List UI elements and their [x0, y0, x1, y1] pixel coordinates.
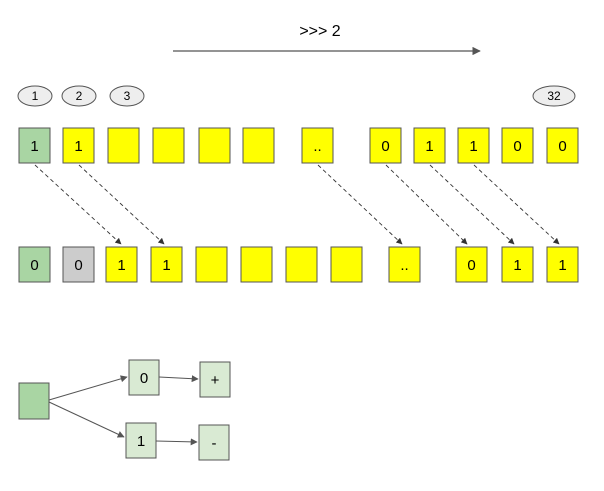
position-marker: 1 — [17, 85, 53, 107]
bit-value: 1 — [74, 138, 82, 155]
result-arrow-top — [158, 375, 199, 383]
bit-value: 1 — [30, 138, 38, 155]
position-marker-label: 32 — [547, 89, 561, 103]
shift-arrow — [34, 164, 122, 245]
branch-node-top: 0 — [128, 359, 160, 396]
bit-cell — [198, 127, 231, 164]
shift-arrow — [385, 164, 468, 245]
bit-value: 1 — [513, 257, 521, 274]
bit-cell: .. — [388, 246, 421, 283]
position-marker-label: 2 — [76, 89, 83, 103]
bit-value: 0 — [381, 138, 389, 155]
sign-bit-box — [18, 382, 50, 420]
bit-value: 1 — [117, 257, 125, 274]
bit-cell: 0 — [62, 246, 95, 283]
shift-operator-label: >>> 2 — [299, 23, 340, 40]
bit-cell: 1 — [501, 246, 534, 283]
bit-value: 0 — [467, 257, 475, 274]
bit-cell: 0 — [455, 246, 488, 283]
bit-cell: 0 — [18, 246, 51, 283]
position-marker: 2 — [61, 85, 97, 107]
bit-cell: 0 — [369, 127, 402, 164]
top-bit-row: 1 1 .. 0 1 — [18, 127, 579, 164]
bit-cell: 1 — [413, 127, 446, 164]
shift-arrow — [78, 164, 165, 245]
bit-cell: 1 — [62, 127, 95, 164]
bit-value: 1 — [425, 138, 433, 155]
bit-value: .. — [400, 257, 408, 274]
branch-arrow-bottom — [48, 401, 125, 438]
bit-cell — [107, 127, 140, 164]
shift-arrow — [473, 164, 560, 245]
bit-value: 0 — [30, 257, 38, 274]
bit-value: 0 — [513, 138, 521, 155]
shift-arrow — [317, 164, 403, 245]
position-marker-label: 3 — [124, 89, 131, 103]
branch-node-bottom: 1 — [125, 422, 157, 459]
bit-value: .. — [313, 138, 321, 155]
branch-node-label: 0 — [140, 370, 148, 387]
bit-cell: 1 — [457, 127, 490, 164]
position-marker-label: 1 — [32, 89, 39, 103]
shift-arrow — [429, 164, 515, 245]
bit-cell: 1 — [18, 127, 51, 164]
bit-value: 0 — [558, 138, 566, 155]
bit-value: 1 — [558, 257, 566, 274]
bit-value: 0 — [74, 257, 82, 274]
bottom-bit-row: 0 0 1 1 .. — [18, 246, 579, 283]
branch-node-label: 1 — [137, 433, 145, 450]
result-node-label: - — [212, 435, 217, 452]
result-arrow-bottom — [155, 438, 198, 446]
bit-cell: 1 — [105, 246, 138, 283]
shift-arrows — [34, 164, 560, 245]
position-marker: 32 — [532, 85, 576, 107]
bit-cell: 1 — [546, 246, 579, 283]
bit-cell — [240, 246, 273, 283]
result-node-positive: + — [199, 361, 231, 398]
branch-arrow-top — [48, 375, 128, 401]
bit-cell — [152, 127, 185, 164]
bit-cell — [195, 246, 228, 283]
sign-legend: 0 1 + - — [18, 359, 231, 461]
bit-value: 1 — [162, 257, 170, 274]
position-marker: 3 — [109, 85, 145, 107]
result-node-label: + — [211, 372, 220, 389]
bit-cell: 0 — [546, 127, 579, 164]
bit-cell — [330, 246, 363, 283]
bit-value: 1 — [469, 138, 477, 155]
bit-cell: 1 — [150, 246, 183, 283]
bit-cell — [285, 246, 318, 283]
bit-cell: 0 — [501, 127, 534, 164]
bit-cell — [242, 127, 275, 164]
bit-cell: .. — [301, 127, 334, 164]
result-node-negative: - — [198, 424, 230, 461]
